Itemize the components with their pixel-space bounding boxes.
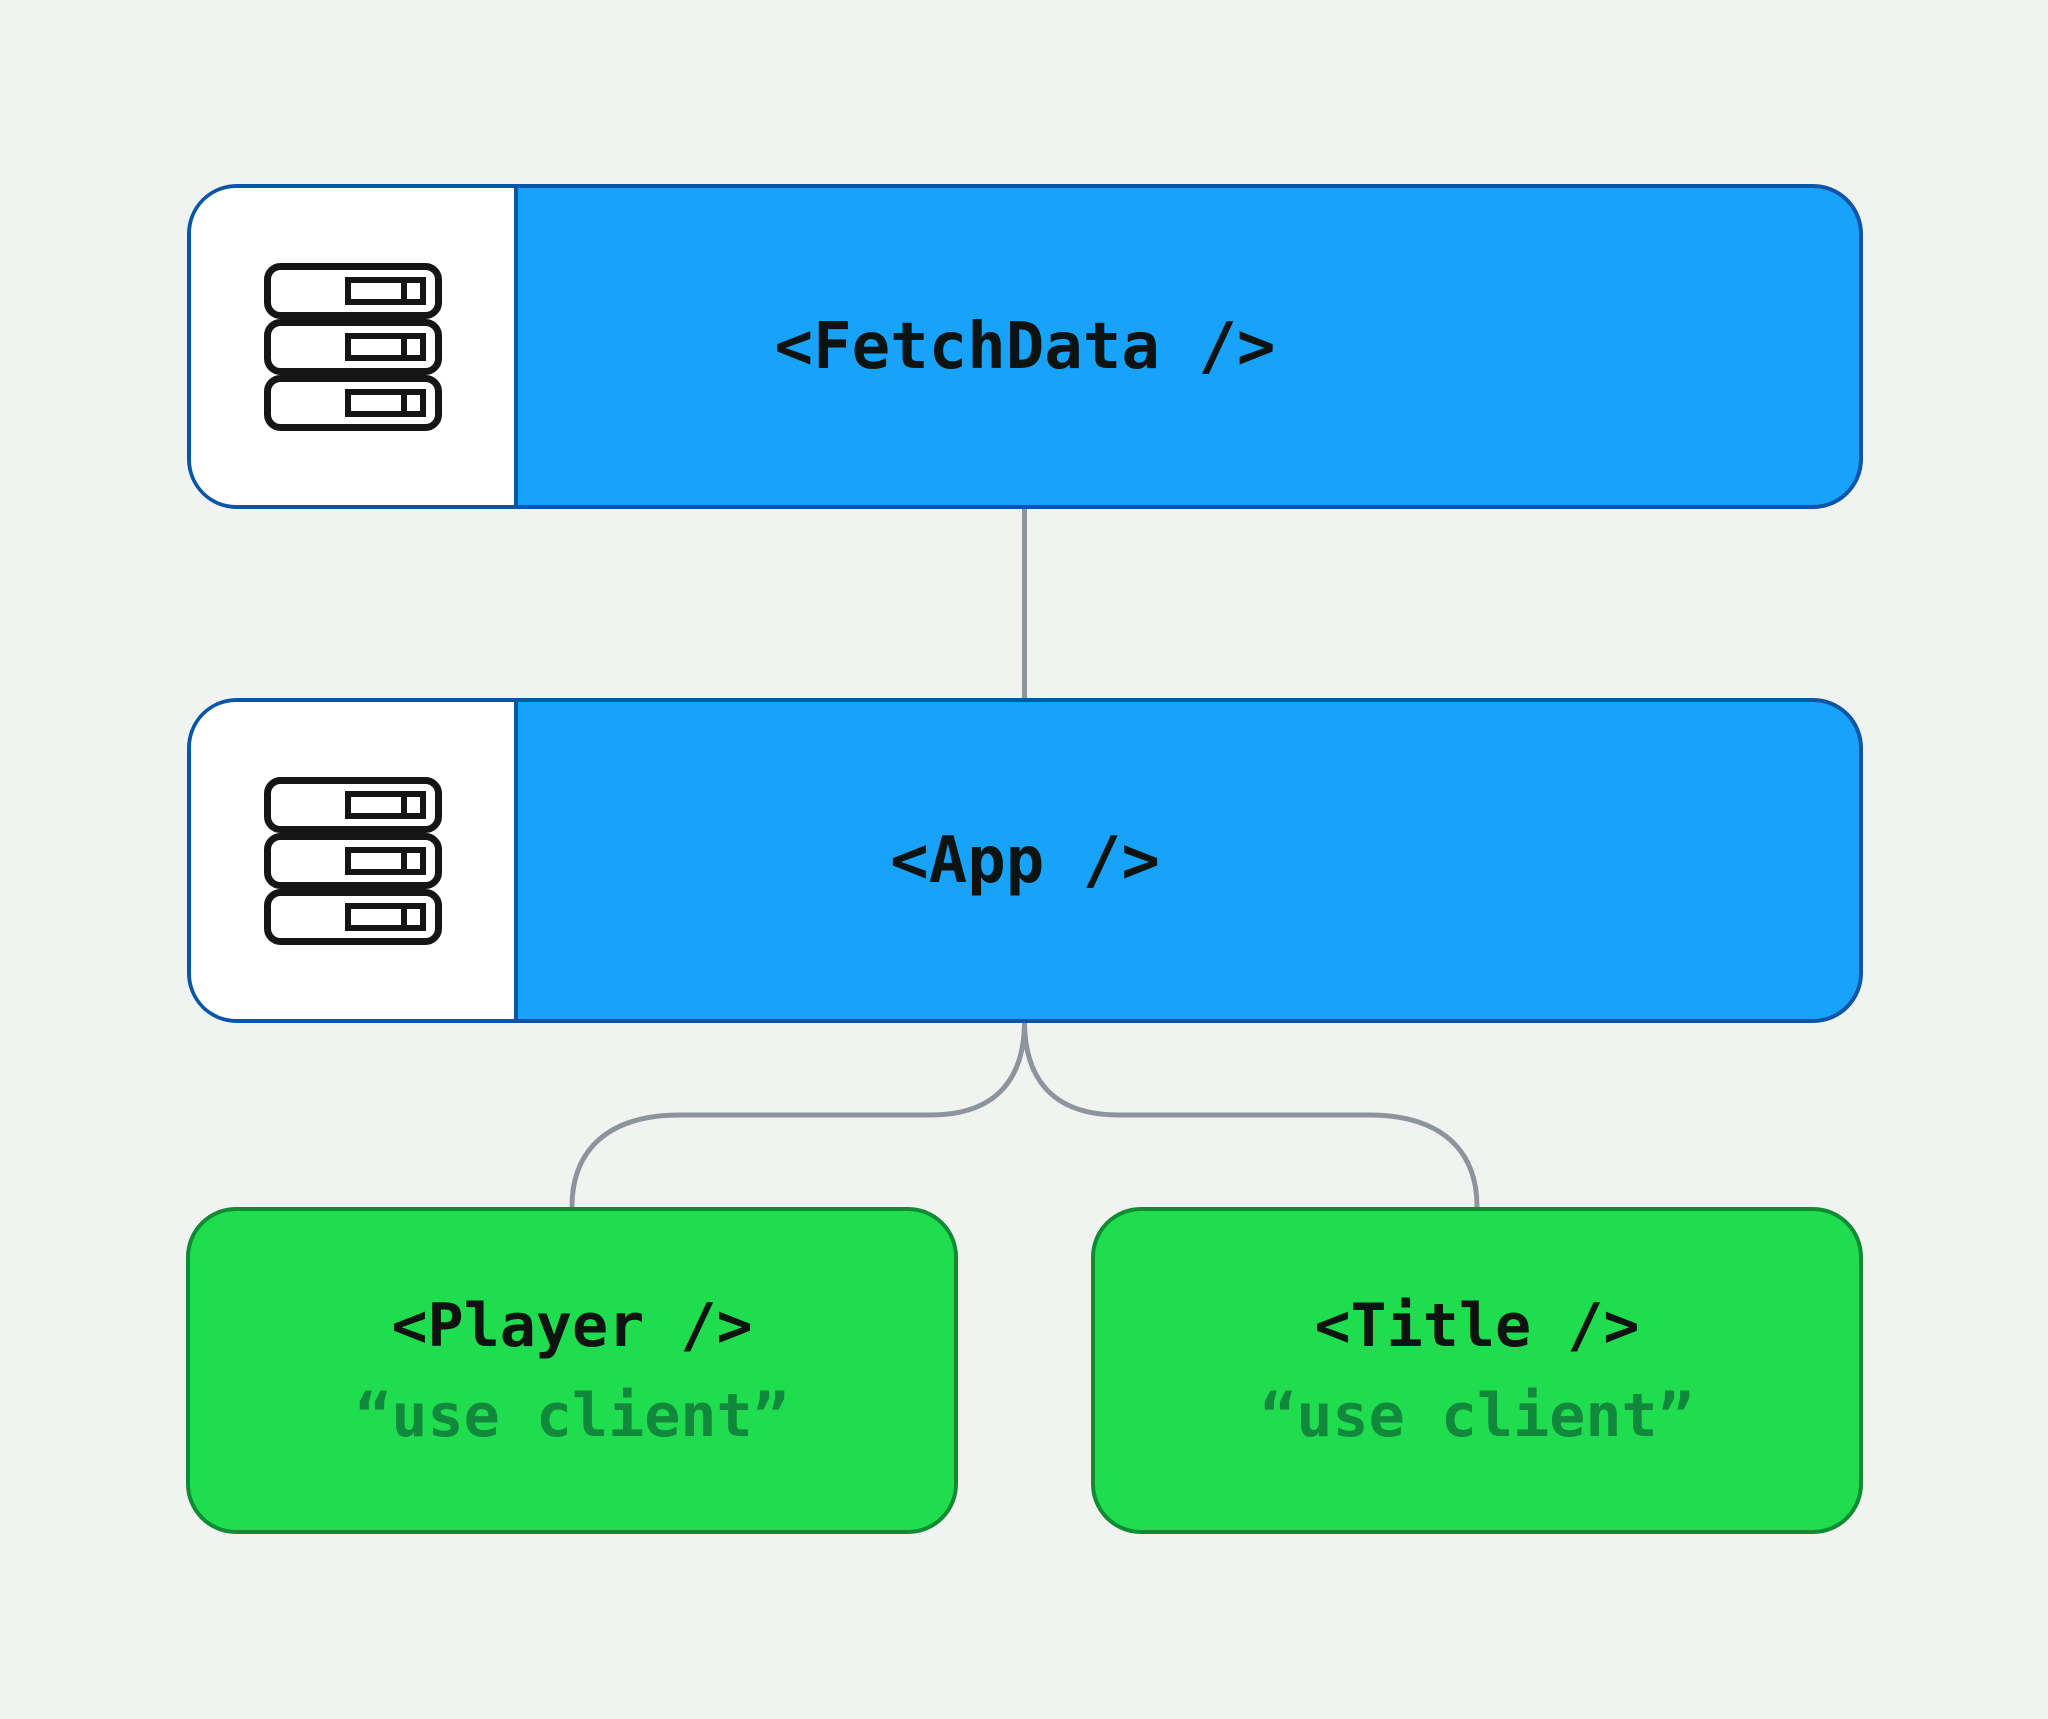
- node-label: <FetchData />: [774, 309, 1276, 384]
- server-rack-icon: [263, 776, 442, 945]
- edge-app-title: [1022, 1018, 1480, 1210]
- node-player: <Player /> “use client”: [186, 1207, 958, 1534]
- server-icon-panel: [191, 702, 518, 1019]
- node-label: <Title />: [1314, 1290, 1640, 1361]
- node-title: <Title /> “use client”: [1091, 1207, 1863, 1534]
- edge-app-player: [569, 1018, 1027, 1210]
- server-rack-icon: [263, 262, 442, 431]
- server-icon-panel: [191, 188, 518, 505]
- node-label: <Player />: [391, 1290, 753, 1361]
- node-sublabel: “use client”: [1260, 1380, 1694, 1451]
- node-label: <App />: [890, 823, 1160, 898]
- node-fetchdata: <FetchData />: [187, 184, 1863, 509]
- node-app: <App />: [187, 698, 1863, 1023]
- node-sublabel: “use client”: [355, 1380, 789, 1451]
